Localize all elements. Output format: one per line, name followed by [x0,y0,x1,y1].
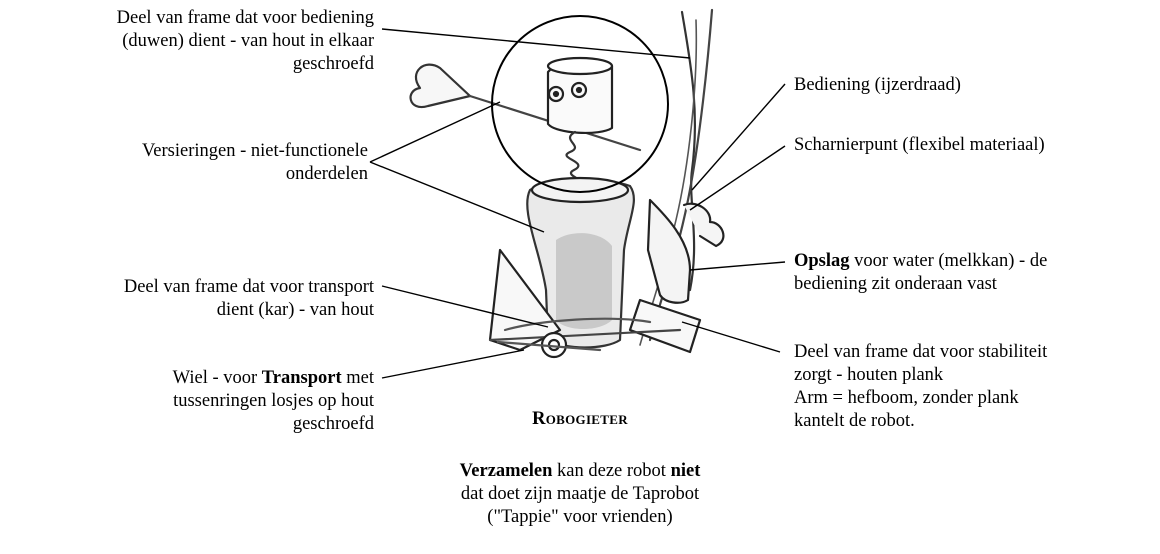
label-stability: Deel van frame dat voor stabiliteit zorg… [794,341,1047,433]
label-frame-transport: Deel van frame dat voor transport dient … [0,276,374,322]
label-wheel: Wiel - voor Transport met tussenringen l… [0,367,374,436]
label-storage: Opslag voor water (melkkan) - de bedieni… [794,250,1047,296]
caption-text: Verzamelen kan deze robot niet dat doet … [420,460,740,529]
label-frame-control: Deel van frame dat voor bediening (duwen… [0,7,374,76]
label-control-wire: Bediening (ijzerdraad) [794,74,961,97]
label-decorations: Versieringen - niet-functionele onderdel… [0,140,368,186]
label-hinge: Scharnierpunt (flexibel materiaal) [794,134,1045,157]
caption-title: Robogieter [440,408,720,431]
